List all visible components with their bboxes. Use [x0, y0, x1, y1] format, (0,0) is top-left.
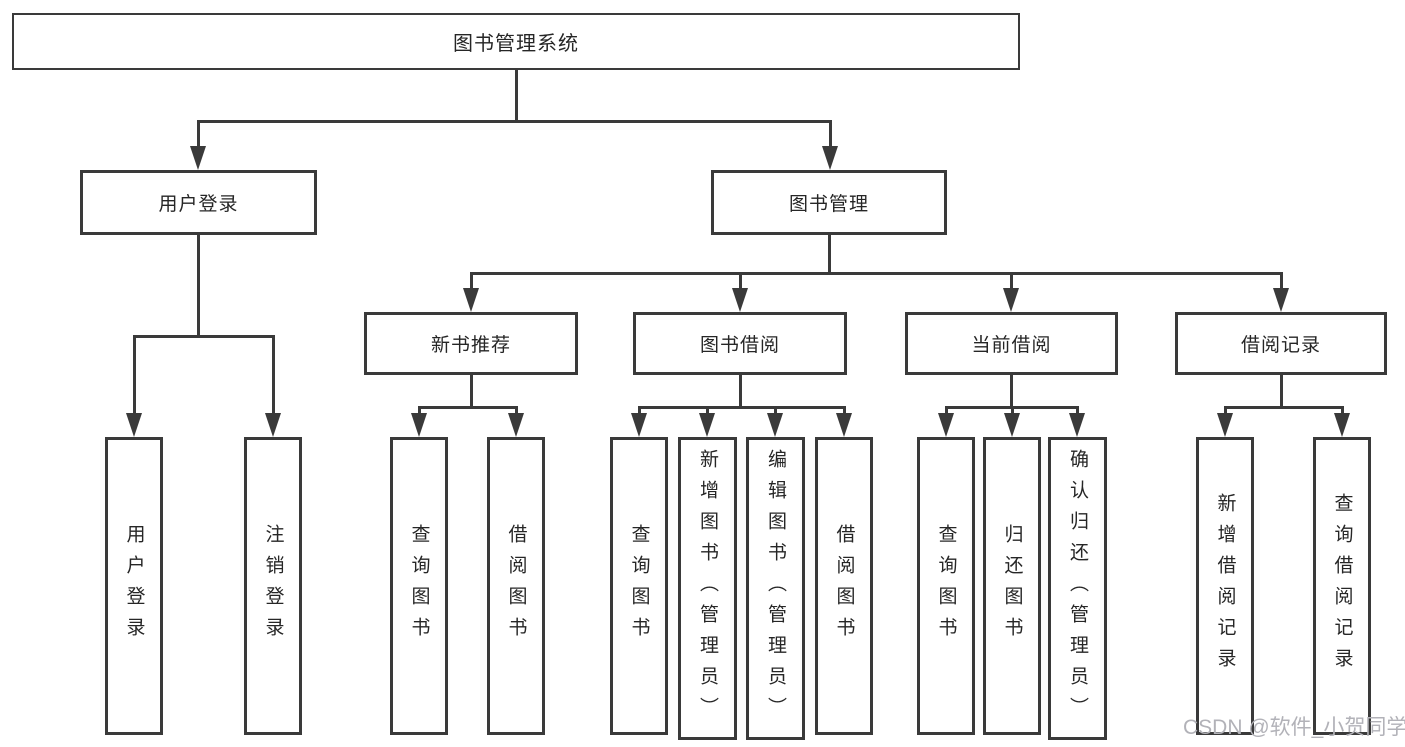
- connector-line: [1076, 406, 1079, 416]
- connector-line: [945, 406, 948, 416]
- connector-line: [706, 406, 709, 416]
- connector-line: [828, 235, 831, 272]
- connector-line: [774, 406, 777, 416]
- arrowhead-icon: [126, 413, 142, 437]
- connector-line: [470, 375, 473, 409]
- arrowhead-icon: [822, 146, 838, 170]
- arrowhead-icon: [463, 288, 479, 312]
- arrowhead-icon: [938, 413, 954, 437]
- node-new-book-recommend: 新书推荐: [364, 312, 578, 375]
- connector-line: [470, 272, 1283, 275]
- leaf-query-books-current: 查询图书: [917, 437, 975, 735]
- node-borrow-records: 借阅记录: [1175, 312, 1387, 375]
- connector-line: [1280, 272, 1283, 292]
- node-root: 图书管理系统: [12, 13, 1020, 70]
- leaf-user-login: 用户登录: [105, 437, 163, 735]
- arrowhead-icon: [631, 413, 647, 437]
- connector-line: [133, 335, 136, 415]
- leaf-add-borrow-record: 新增借阅记录: [1196, 437, 1254, 735]
- connector-line: [197, 120, 200, 152]
- connector-line: [829, 120, 832, 152]
- node-book-borrow: 图书借阅: [633, 312, 847, 375]
- leaf-query-borrow-record: 查询借阅记录: [1313, 437, 1371, 735]
- arrowhead-icon: [265, 413, 281, 437]
- node-user-login: 用户登录: [80, 170, 317, 235]
- connector-line: [133, 335, 275, 338]
- connector-line: [1224, 406, 1344, 409]
- connector-line: [1224, 406, 1227, 416]
- arrowhead-icon: [411, 413, 427, 437]
- arrowhead-icon: [1273, 288, 1289, 312]
- arrowhead-icon: [1069, 413, 1085, 437]
- connector-line: [1010, 375, 1013, 409]
- connector-line: [739, 375, 742, 409]
- connector-line: [1280, 375, 1283, 409]
- leaf-confirm-return-admin: 确认归还（管理员）: [1048, 437, 1107, 740]
- arrowhead-icon: [1003, 288, 1019, 312]
- connector-line: [197, 235, 200, 335]
- connector-line: [515, 70, 518, 120]
- arrowhead-icon: [508, 413, 524, 437]
- leaf-query-books-recommend: 查询图书: [390, 437, 448, 735]
- leaf-logout: 注销登录: [244, 437, 302, 735]
- connector-line: [470, 272, 473, 292]
- connector-line: [418, 406, 518, 409]
- arrowhead-icon: [732, 288, 748, 312]
- arrowhead-icon: [1334, 413, 1350, 437]
- node-current-borrow: 当前借阅: [905, 312, 1118, 375]
- connector-line: [843, 406, 846, 416]
- leaf-return-books: 归还图书: [983, 437, 1041, 735]
- connector-line: [515, 406, 518, 416]
- leaf-borrow-books-recommend: 借阅图书: [487, 437, 545, 735]
- node-book-management: 图书管理: [711, 170, 947, 235]
- arrowhead-icon: [767, 413, 783, 437]
- arrowhead-icon: [836, 413, 852, 437]
- arrowhead-icon: [1004, 413, 1020, 437]
- connector-line: [197, 120, 831, 123]
- connector-line: [638, 406, 846, 409]
- connector-line: [638, 406, 641, 416]
- connector-line: [272, 335, 275, 415]
- leaf-edit-books-admin: 编辑图书（管理员）: [746, 437, 805, 740]
- connector-line: [1010, 272, 1013, 292]
- arrowhead-icon: [1217, 413, 1233, 437]
- connector-line: [1011, 406, 1014, 416]
- connector-line: [418, 406, 421, 416]
- leaf-borrow-books: 借阅图书: [815, 437, 873, 735]
- leaf-add-books-admin: 新增图书（管理员）: [678, 437, 737, 740]
- connector-line: [1341, 406, 1344, 416]
- leaf-query-books-borrow: 查询图书: [610, 437, 668, 735]
- arrowhead-icon: [699, 413, 715, 437]
- arrowhead-icon: [190, 146, 206, 170]
- connector-line: [739, 272, 742, 292]
